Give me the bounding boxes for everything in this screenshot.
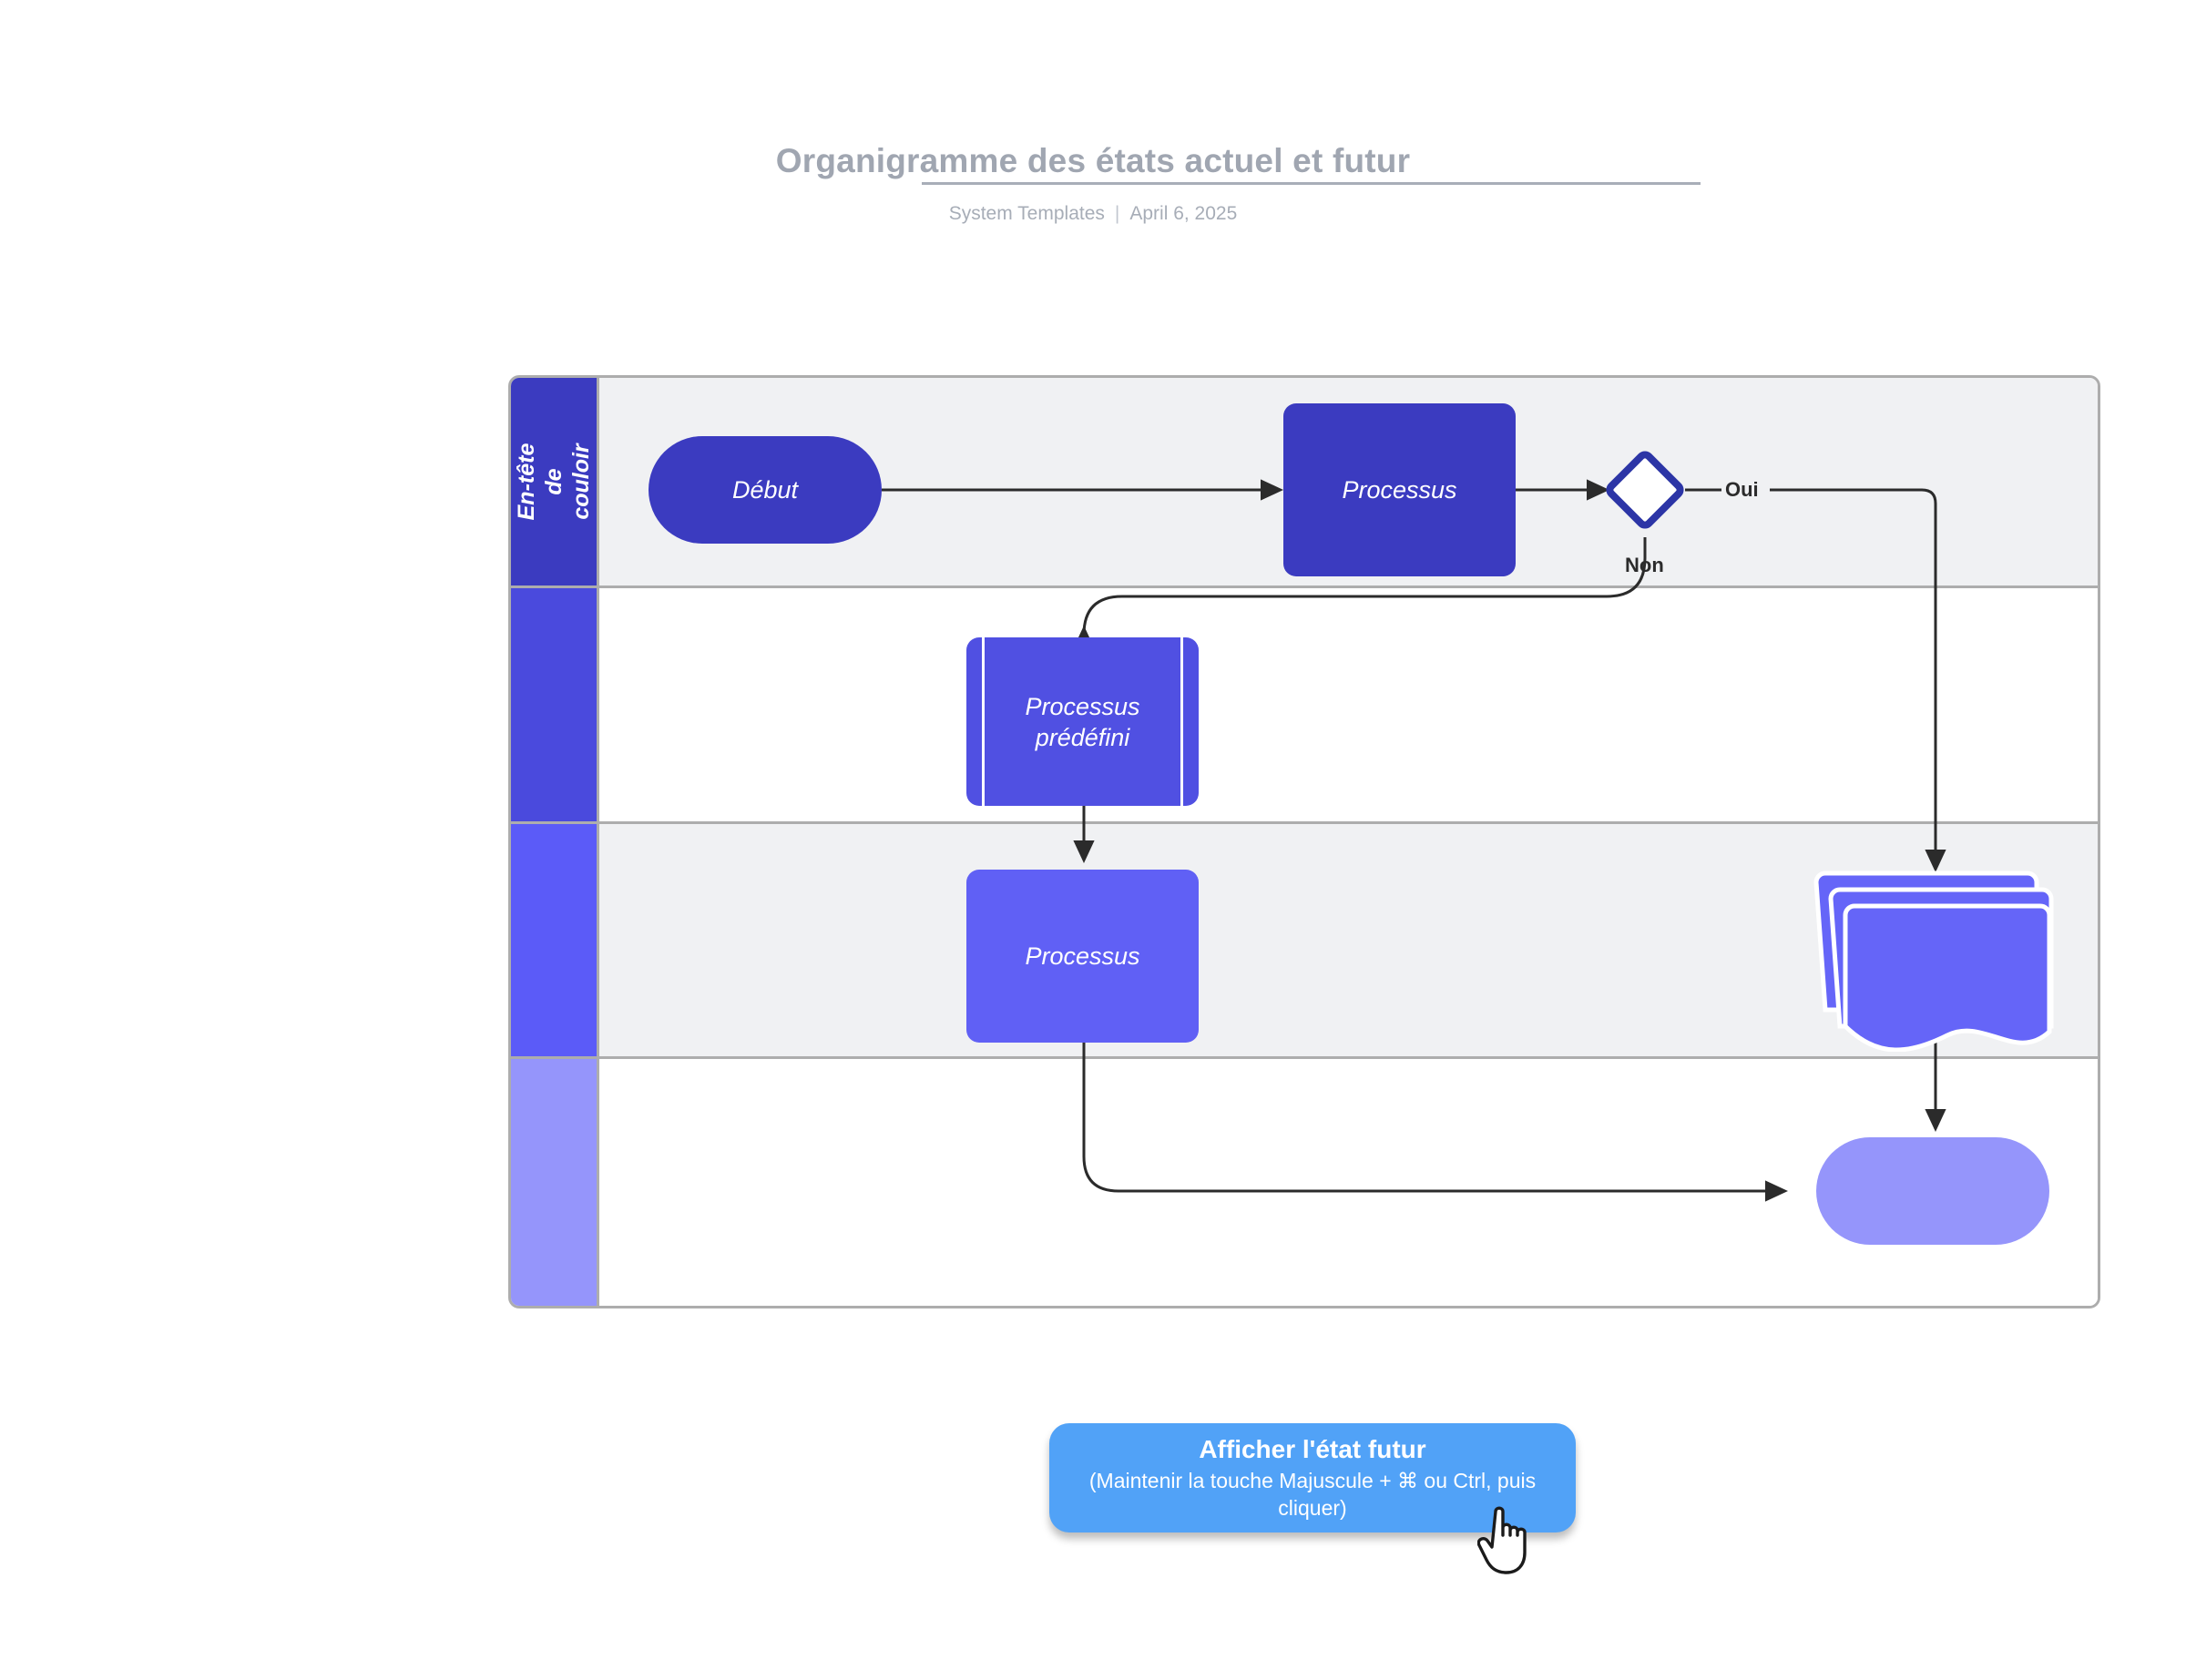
document-meta: System Templates | April 6, 2025 xyxy=(0,202,2186,226)
show-future-state-button[interactable]: Afficher l'état futur (Maintenir la touc… xyxy=(1049,1423,1576,1532)
flow-node-process-1[interactable]: Processus xyxy=(1283,403,1516,576)
lane-divider-2 xyxy=(511,821,2098,824)
flow-node-end[interactable] xyxy=(1816,1137,2049,1245)
flow-node-predefined-process-label: Processus prédéfini xyxy=(1025,692,1140,751)
lane-header-1[interactable]: En-tête de couloir xyxy=(511,378,599,585)
lane-header-2[interactable] xyxy=(511,588,599,821)
flow-node-start-label: Début xyxy=(731,476,799,504)
meta-separator: | xyxy=(1114,203,1120,224)
flow-node-process-1-label: Processus xyxy=(1342,476,1457,504)
swimlane-row-2 xyxy=(511,588,2098,821)
edge-label-no: Non xyxy=(1625,554,1664,576)
hand-pointer-icon xyxy=(1477,1506,1527,1574)
edge-label-yes: Oui xyxy=(1725,478,1759,501)
predefined-left-bar xyxy=(982,637,985,806)
document-header: Organigramme des états actuel et futur S… xyxy=(0,0,2186,246)
cta-subtitle: (Maintenir la touche Majuscule + ⌘ ou Ct… xyxy=(1088,1469,1537,1520)
flow-node-process-2[interactable]: Processus xyxy=(966,870,1199,1043)
title-underline-divider xyxy=(922,182,1701,185)
lane-body-2 xyxy=(599,588,2098,821)
flow-node-multi-document[interactable] xyxy=(1813,870,2058,1052)
cta-title: Afficher l'état futur xyxy=(1199,1435,1426,1463)
flow-node-predefined-process[interactable]: Processus prédéfini xyxy=(966,637,1199,806)
page-title: Organigramme des états actuel et futur xyxy=(775,142,1411,179)
multidoc-sheet-front xyxy=(1843,903,2052,1052)
flow-node-process-2-label: Processus xyxy=(1025,942,1140,970)
predefined-right-bar xyxy=(1180,637,1183,806)
lane-header-3[interactable] xyxy=(511,824,599,1056)
meta-source: System Templates xyxy=(948,203,1105,224)
lane-header-4[interactable] xyxy=(511,1059,599,1306)
lane-header-label-1: En-tête de couloir xyxy=(514,443,594,521)
flow-node-start[interactable]: Début xyxy=(649,436,882,544)
meta-date: April 6, 2025 xyxy=(1129,203,1238,224)
